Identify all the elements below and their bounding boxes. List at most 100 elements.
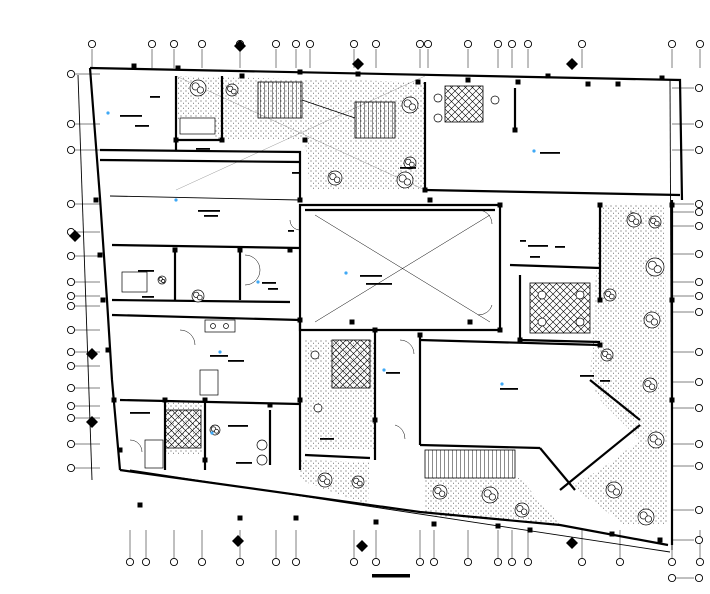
grid-bubble bbox=[694, 439, 704, 449]
column bbox=[239, 73, 245, 79]
column bbox=[465, 77, 471, 83]
tree-icon bbox=[409, 161, 415, 168]
grid-bubbles-top bbox=[87, 39, 705, 68]
column bbox=[422, 187, 428, 193]
annotation-mark bbox=[386, 372, 400, 374]
annotation-mark bbox=[262, 282, 276, 284]
tree-icon bbox=[161, 279, 166, 283]
tree-icon bbox=[648, 383, 656, 390]
blue-room-markers bbox=[106, 111, 536, 435]
grid-bubble bbox=[694, 535, 704, 545]
tree-icon bbox=[197, 294, 203, 301]
column bbox=[527, 527, 533, 533]
annotation-mark bbox=[400, 167, 416, 169]
grid-bubble bbox=[695, 39, 705, 49]
courtyard-void bbox=[175, 75, 491, 323]
grid-bubble bbox=[694, 119, 704, 129]
room-marker bbox=[218, 350, 222, 354]
annotation-mark bbox=[528, 245, 548, 247]
column bbox=[287, 247, 293, 253]
annotation-mark bbox=[600, 380, 610, 382]
grid-bubble bbox=[523, 557, 533, 567]
tree-icon bbox=[231, 88, 237, 95]
column bbox=[597, 297, 603, 303]
room-marker bbox=[106, 111, 110, 115]
tree-icon bbox=[403, 178, 411, 186]
column bbox=[515, 79, 521, 85]
grid-bubble bbox=[271, 557, 281, 567]
tree-icon bbox=[357, 480, 363, 487]
grid-bubble bbox=[66, 463, 76, 473]
grid-bubble bbox=[423, 39, 433, 49]
annotation-mark bbox=[150, 96, 160, 98]
grid-bubble bbox=[87, 39, 97, 49]
tree-icon bbox=[333, 176, 341, 183]
grid-bubble bbox=[694, 221, 704, 231]
grid-bubble bbox=[169, 557, 179, 567]
grid-bubble bbox=[694, 573, 704, 583]
grid-bubble bbox=[694, 505, 704, 515]
grid-bubble bbox=[66, 199, 76, 209]
annotation-mark bbox=[196, 148, 210, 150]
tree-icon bbox=[654, 220, 660, 227]
column bbox=[615, 81, 621, 87]
column bbox=[669, 397, 675, 403]
grid-bubble bbox=[66, 383, 76, 393]
column bbox=[219, 137, 225, 143]
grid-bubble bbox=[507, 39, 517, 49]
grid-bubbles-left bbox=[66, 69, 100, 473]
column bbox=[97, 252, 103, 258]
tree-icon bbox=[650, 318, 658, 326]
annotation-mark bbox=[210, 355, 228, 357]
annotation-mark bbox=[236, 462, 252, 464]
grid-bubble bbox=[694, 277, 704, 287]
room-marker bbox=[344, 271, 348, 275]
column bbox=[467, 319, 473, 325]
grid-bubble bbox=[125, 557, 135, 567]
plumbing-fixtures bbox=[121, 84, 585, 469]
column bbox=[162, 397, 168, 403]
grid-bubble bbox=[615, 557, 625, 567]
annotation-mark bbox=[138, 270, 154, 272]
column bbox=[173, 137, 179, 143]
grid-bubble bbox=[667, 573, 677, 583]
stairs bbox=[257, 81, 516, 479]
grid-bubble bbox=[667, 39, 677, 49]
annotation-mark bbox=[580, 375, 594, 377]
grid-bubble bbox=[66, 401, 76, 411]
column bbox=[512, 127, 518, 133]
room-marker bbox=[210, 431, 214, 435]
annotation-mark bbox=[204, 215, 218, 217]
column bbox=[237, 515, 243, 521]
grid-bubble bbox=[493, 557, 503, 567]
column bbox=[202, 457, 208, 463]
column bbox=[267, 402, 273, 408]
grid-bubble bbox=[695, 557, 705, 567]
annotation-mark bbox=[268, 288, 278, 290]
grid-bubble bbox=[415, 39, 425, 49]
column bbox=[202, 397, 208, 403]
grid-bubble bbox=[349, 557, 359, 567]
grid-bubble bbox=[66, 291, 76, 301]
tree-icon bbox=[612, 488, 620, 496]
column bbox=[585, 81, 591, 87]
room-marker bbox=[532, 149, 536, 153]
grid-bubble bbox=[66, 119, 76, 129]
annotation-mark bbox=[228, 425, 248, 427]
annotation-mark bbox=[540, 152, 560, 154]
column bbox=[545, 73, 551, 79]
annotation-mark bbox=[320, 438, 334, 440]
annotation-mark bbox=[292, 172, 300, 174]
annotation-mark bbox=[500, 388, 518, 390]
column bbox=[117, 447, 123, 453]
grid-bubble bbox=[66, 251, 76, 261]
column bbox=[137, 502, 143, 508]
tree-icon bbox=[606, 353, 612, 360]
grid-bubble bbox=[694, 199, 704, 209]
annotation-mark bbox=[366, 283, 392, 285]
column bbox=[297, 397, 303, 403]
grid-bubble bbox=[291, 557, 301, 567]
grid-bubble bbox=[694, 145, 704, 155]
column bbox=[431, 521, 437, 527]
